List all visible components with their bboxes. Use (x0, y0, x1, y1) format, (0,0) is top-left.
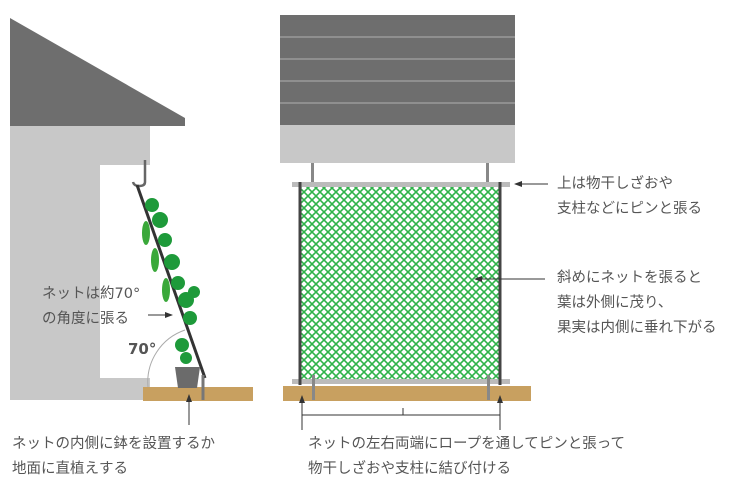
angle-note-line: の角度に張る (42, 311, 129, 327)
diagonal-note: 斜めにネットを張ると 葉は外側に茂り、 果実は内側に垂れ下がる (557, 266, 717, 341)
diagonal-note-line: 斜めにネットを張ると (557, 270, 702, 286)
rope-note-line: ネットの左右両端にロープを通してピンと張って (308, 436, 625, 452)
diagonal-note-line: 葉は外側に茂り、 (557, 295, 673, 311)
top-note-line: 支柱などにピンと張る (557, 201, 702, 217)
side-view-house (10, 18, 185, 400)
net-mesh (300, 184, 500, 382)
rope-note: ネットの左右両端にロープを通してピンと張って 物干しざおや支柱に結び付ける (308, 432, 625, 479)
ground-left (143, 387, 253, 401)
slanted-net (135, 184, 207, 379)
angle-note-line: ネットは約70° (42, 286, 141, 302)
rope-note-line: 物干しざおや支柱に結び付ける (308, 461, 511, 477)
angle-arc (147, 329, 186, 388)
pot-note-line: ネットの内側に鉢を設置するか (12, 436, 215, 452)
cucumbers (142, 221, 170, 302)
pot-note: ネットの内側に鉢を設置するか 地面に直植えする (12, 432, 215, 479)
pot (175, 367, 200, 388)
diagonal-note-line: 果実は内側に垂れ下がる (557, 320, 717, 336)
bottom-pole (292, 379, 510, 384)
angle-value: 70° (128, 340, 157, 358)
bracket-rope (301, 408, 501, 430)
top-note-line: 上は物干しざおや (557, 176, 673, 192)
angle-note: ネットは約70° の角度に張る (42, 282, 140, 332)
front-view-house (280, 15, 515, 185)
pot-note-line: 地面に直植えする (12, 461, 128, 477)
ground-right (283, 386, 531, 401)
top-note: 上は物干しざおや 支柱などにピンと張る (557, 172, 702, 222)
top-pole (292, 182, 510, 187)
leaves (145, 198, 200, 364)
